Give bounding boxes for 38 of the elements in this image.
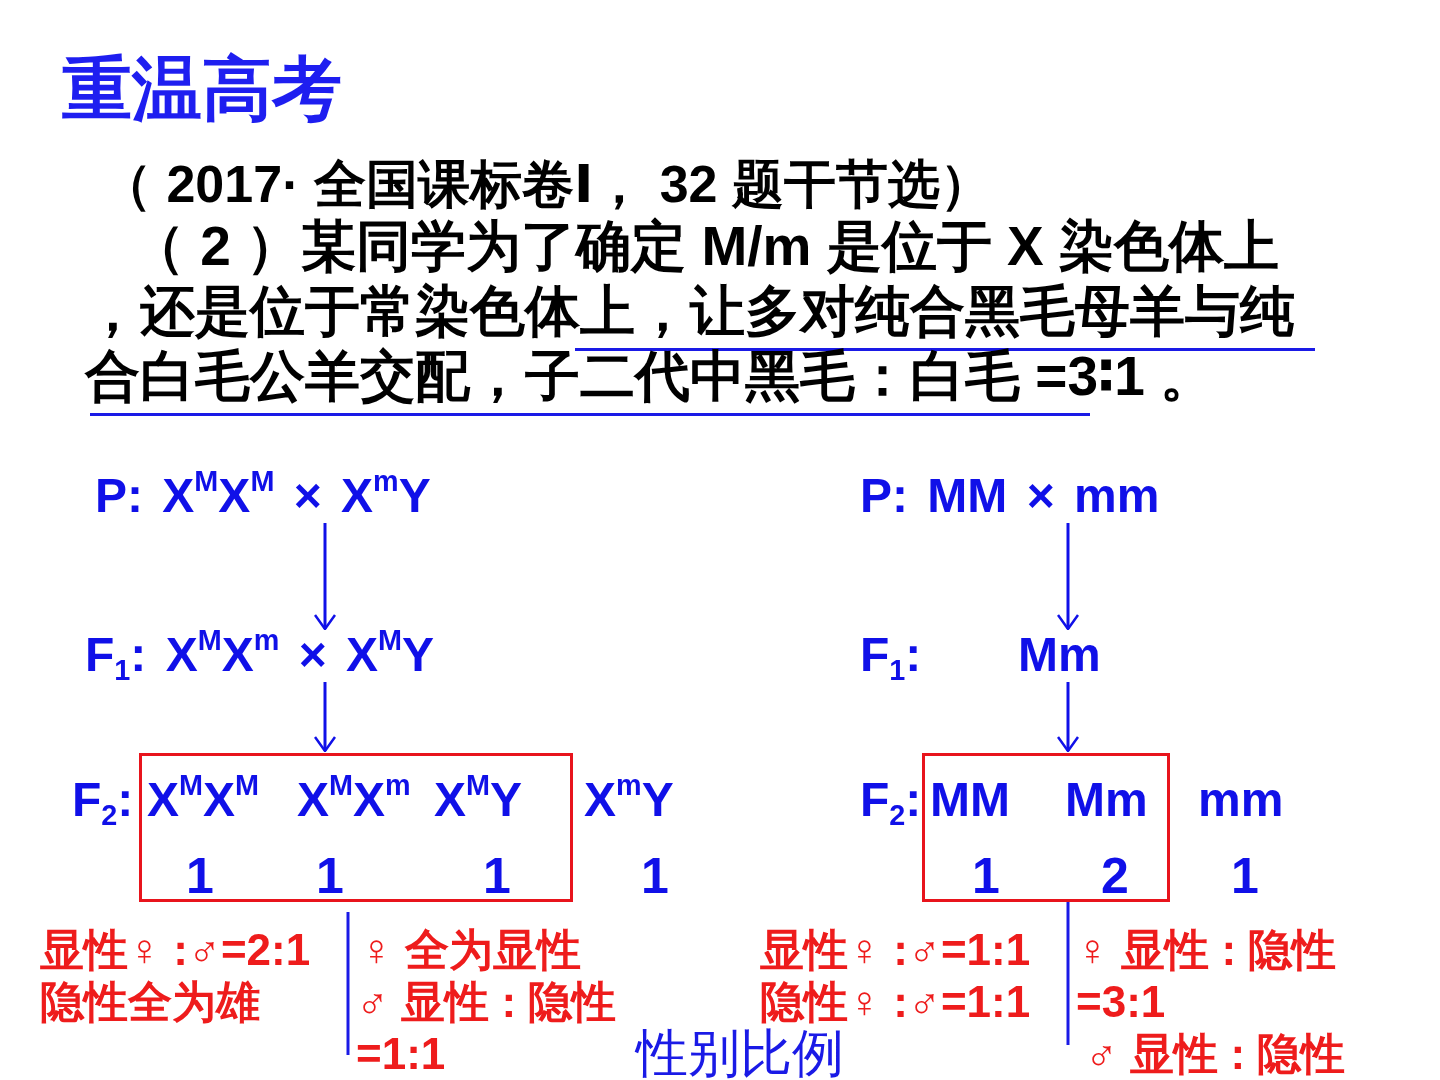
conclusion-note: ♂ 显性 : 隐性 =1:1 — [356, 976, 618, 1080]
ratio-number: 2 — [1101, 851, 1129, 901]
genotype-label: X$^{m}$Y — [584, 776, 674, 824]
generation-label: F$_{2}$: — [72, 776, 134, 824]
genotype-label: X$^{M}$Y — [434, 776, 523, 824]
source-note: （ 2017· 全国课标卷Ⅰ， 32 题干节选） — [100, 158, 992, 210]
arrow — [313, 682, 337, 753]
arrow — [1056, 682, 1080, 753]
ratio-number: 1 — [641, 851, 669, 901]
conclusion-note: 显性♀ :♂=1:1 — [760, 924, 1031, 976]
genotype-label: MM — [930, 776, 1010, 824]
cross-formula: F$_{1}$: X$^{M}$X$^{m}$ × X$^{M}$Y — [85, 631, 435, 679]
conclusion-note: 隐性♀ :♂=1:1 — [760, 976, 1031, 1028]
ratio-number: 1 — [1231, 851, 1259, 901]
genotype-label: Mm — [1065, 776, 1148, 824]
cross-formula: P: X$^{M}$X$^{M}$ × X$^{m}$Y — [95, 472, 431, 520]
genotype-label: X$^{M}$X$^{m}$ — [297, 776, 411, 824]
highlight-frame — [922, 753, 1170, 902]
arrow — [1056, 523, 1080, 631]
conclusion-note: ♀ 全为显性 — [360, 924, 582, 976]
ratio-number: 1 — [316, 851, 344, 901]
generation-label: F$_{1}$: — [860, 631, 922, 679]
genotype-label: X$^{M}$X$^{M}$ — [147, 776, 260, 824]
conclusion-note: 显性♀ :♂=2:1 — [40, 924, 311, 976]
conclusion-note: ♀ 显性 : 隐性 =3:1 — [1076, 924, 1338, 1028]
conclusion-note: 隐性全为雄 — [40, 976, 260, 1028]
highlight-frame — [139, 753, 573, 902]
title: 重温高考 — [62, 54, 342, 124]
ratio-number: 1 — [186, 851, 214, 901]
conclusion-note: ♂ 显性 : 隐性 — [1085, 1028, 1346, 1080]
annotation-text: 性别比例 — [636, 1027, 844, 1079]
genotype-label: mm — [1198, 776, 1284, 824]
generation-label: F$_{2}$: — [860, 776, 922, 824]
ratio-number: 1 — [972, 851, 1000, 901]
arrow — [313, 523, 337, 631]
genotype-label: Mm — [1018, 631, 1101, 679]
ratio-number: 1 — [483, 851, 511, 901]
cross-formula: P: MM × mm — [860, 472, 1160, 520]
